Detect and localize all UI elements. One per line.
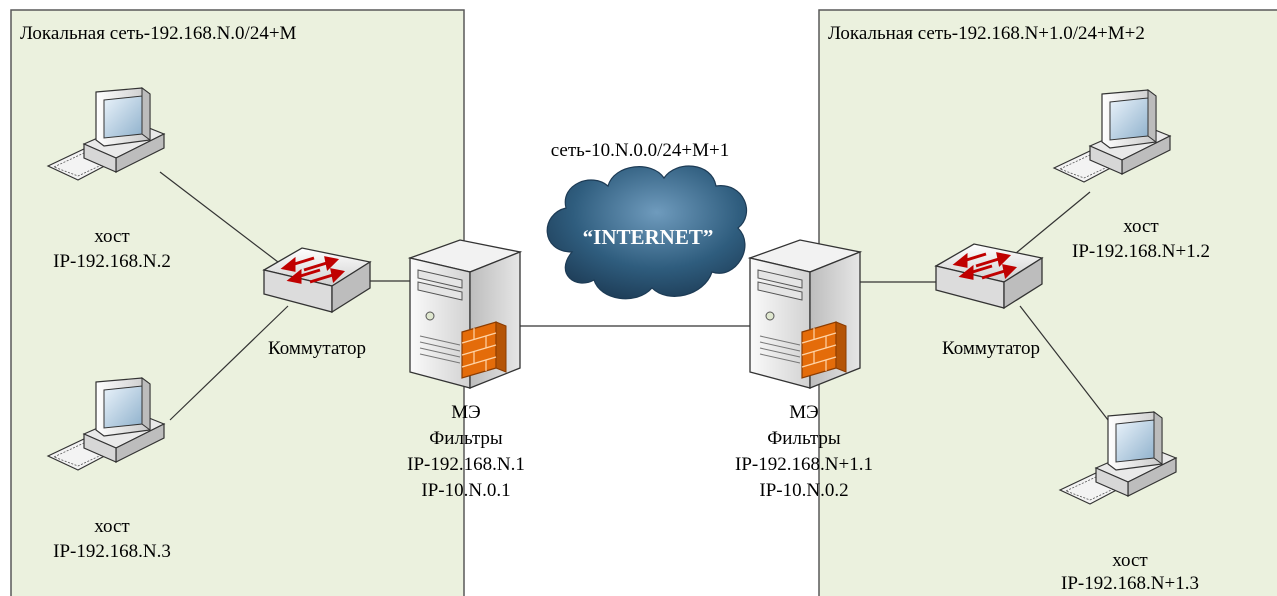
link-right-switch-host2: [1019, 305, 1109, 421]
left-firewall-filters: Фильтры: [429, 428, 503, 449]
right-firewall-icon: [749, 239, 861, 389]
right-firewall-ip-lan: IP-192.168.N+1.1: [735, 454, 873, 475]
left-host-2-ip: IP-192.168.N.3: [53, 541, 171, 562]
left-lan-title: Локальная сеть-192.168.N.0/24+M: [20, 23, 297, 44]
link-right-switch-host1: [1009, 191, 1091, 259]
right-firewall-filters: Фильтры: [767, 428, 841, 449]
right-host-1-ip: IP-192.168.N+1.2: [1072, 241, 1210, 262]
left-host-1-name: хост: [94, 226, 130, 247]
link-left-host2-switch: [169, 305, 289, 421]
left-host-2-name: хост: [94, 516, 130, 537]
left-firewall-name: МЭ: [451, 402, 481, 423]
cloud-label: “INTERNET”: [582, 225, 714, 249]
link-left-host1-switch: [159, 171, 279, 263]
right-host-2-ip: IP-192.168.N+1.3: [1061, 573, 1199, 594]
left-lan-panel: [10, 9, 465, 596]
right-switch-label: Коммутатор: [942, 338, 1040, 359]
left-switch-label: Коммутатор: [268, 338, 366, 359]
left-host-1-ip: IP-192.168.N.2: [53, 251, 171, 272]
right-firewall-ip-wan: IP-10.N.0.2: [759, 480, 849, 501]
connection-lines: [159, 171, 1109, 421]
right-host-1-name: хост: [1123, 216, 1159, 237]
left-firewall-ip-wan: IP-10.N.0.1: [421, 480, 511, 501]
right-firewall-name: МЭ: [789, 402, 819, 423]
right-host-2-name: хост: [1112, 550, 1148, 571]
right-lan-title: Локальная сеть-192.168.N+1.0/24+M+2: [828, 23, 1145, 44]
left-firewall-ip-lan: IP-192.168.N.1: [407, 454, 525, 475]
internet-cloud-icon: [546, 165, 748, 300]
wan-title: сеть-10.N.0.0/24+M+1: [550, 140, 730, 161]
left-firewall-icon: [409, 239, 521, 389]
right-lan-panel: [818, 9, 1277, 596]
